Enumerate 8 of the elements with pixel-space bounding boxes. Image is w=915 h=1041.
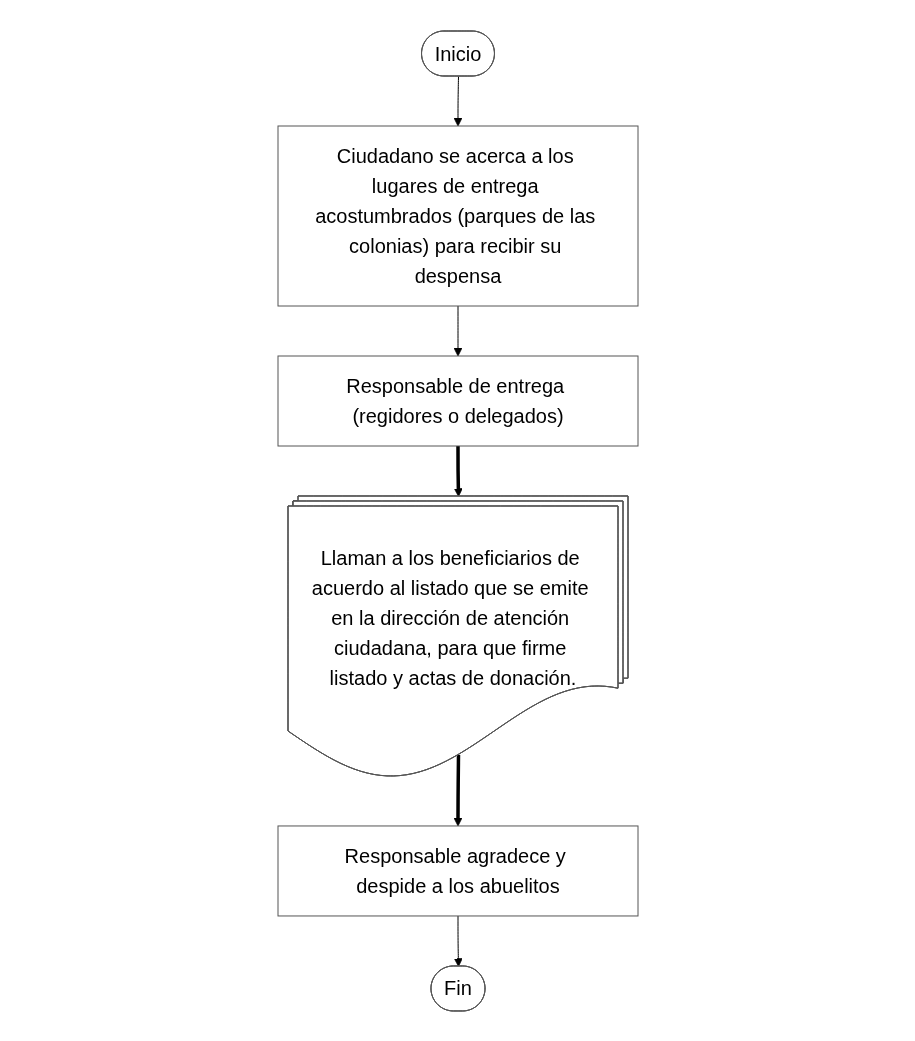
arrow [453,754,462,826]
arrow [453,75,462,126]
node-box: Ciudadano se acerca a los lugares de entrega acostumbrados (parques de las colonias) para recibir su despensa [277,125,638,306]
node-box: Responsable agradece y despide a los abuelitos [277,825,638,916]
node-box: Responsable de entrega (regidores o delegados) [277,355,638,446]
arrow [453,915,463,967]
arrow [453,445,463,497]
arrow [453,305,462,356]
